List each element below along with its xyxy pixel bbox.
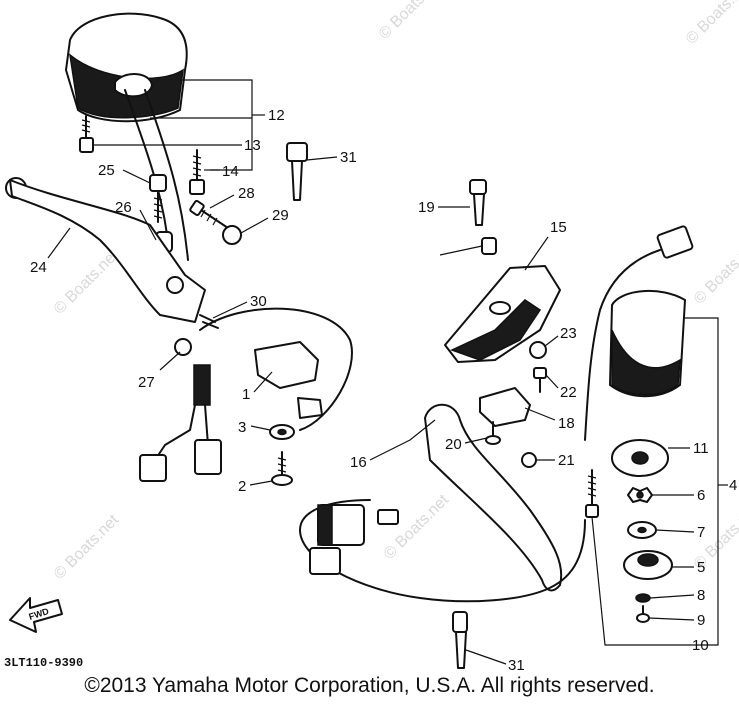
watermark: © Boats.net — [51, 246, 123, 318]
left-harness-wire — [199, 307, 353, 431]
callout-7: 7 — [697, 524, 705, 541]
nut-21 — [521, 452, 537, 468]
screw-2 — [271, 451, 293, 486]
center-harness-wire — [299, 499, 586, 603]
reference-code: 3LT110-9390 — [4, 656, 83, 670]
callout-19: 19 — [418, 199, 435, 216]
brake-lever-16 — [424, 403, 563, 592]
key-31-bottom — [452, 611, 468, 669]
collar — [481, 237, 497, 255]
screw-14 — [189, 149, 205, 195]
callout-26: 26 — [115, 199, 132, 216]
left-switch-housing — [65, 12, 189, 261]
clutch-switch-1 — [254, 341, 323, 419]
callout-31-top: 31 — [340, 149, 357, 166]
callout-23: 23 — [560, 325, 577, 342]
part-7 — [627, 521, 657, 539]
watermark: © Boats.net — [376, 0, 448, 43]
brake-switch-18 — [479, 387, 531, 427]
nut-27 — [174, 338, 192, 356]
callout-8: 8 — [697, 587, 705, 604]
key-31-top — [286, 142, 308, 201]
callout-31-bottom: 31 — [508, 657, 525, 674]
callout-28: 28 — [238, 185, 255, 202]
lever-holder-15 — [444, 265, 561, 363]
callout-14: 14 — [222, 163, 239, 180]
screw-13 — [79, 115, 94, 153]
pivot-bolt-19 — [469, 179, 487, 226]
clutch-lever-24 — [5, 177, 206, 323]
watermark: © Boats.net — [381, 491, 453, 563]
screw-right — [585, 469, 599, 518]
callout-9: 9 — [697, 612, 705, 629]
callout-27: 27 — [138, 374, 155, 391]
clip-30 — [199, 314, 219, 329]
callout-13: 13 — [244, 137, 261, 154]
callout-12: 12 — [268, 107, 285, 124]
callout-1: 1 — [242, 386, 250, 403]
center-connectors — [309, 504, 399, 575]
callout-29: 29 — [272, 207, 289, 224]
callout-5: 5 — [697, 559, 705, 576]
callout-21: 21 — [558, 452, 575, 469]
washer-6 — [627, 487, 653, 503]
callout-11: 11 — [693, 440, 709, 457]
watermark: © Boats.net — [51, 511, 123, 583]
washer-8 — [635, 593, 651, 603]
screw-20 — [485, 421, 501, 445]
callout-2: 2 — [238, 478, 246, 495]
washer-3 — [269, 424, 295, 440]
nut-29 — [222, 225, 242, 245]
screw-9 — [636, 605, 650, 623]
nut-23 — [529, 341, 547, 359]
bolt-28 — [189, 200, 229, 229]
callout-4: 4 — [729, 477, 737, 494]
fwd-arrow-icon: FWD — [9, 597, 63, 633]
callout-30: 30 — [250, 293, 267, 310]
callout-6: 6 — [697, 487, 705, 504]
callout-18: 18 — [558, 415, 575, 432]
callout-22: 22 — [560, 384, 577, 401]
callout-20: 20 — [445, 436, 462, 453]
watermark: © Boats.net — [691, 236, 739, 308]
callout-15: 15 — [550, 219, 567, 236]
callouts: 12 13 14 25 26 24 28 29 31 30 27 1 3 2 1… — [30, 107, 737, 674]
screw-22 — [533, 367, 547, 393]
callout-3: 3 — [238, 419, 246, 436]
leader-lines — [47, 79, 728, 665]
watermark: © Boats.net — [683, 0, 739, 48]
right-connector — [584, 225, 694, 441]
callout-25: 25 — [98, 162, 115, 179]
callout-10: 10 — [692, 637, 709, 654]
left-connectors — [139, 364, 222, 482]
copyright-notice: ©2013 Yamaha Motor Corporation, U.S.A. A… — [84, 674, 655, 697]
callout-24: 24 — [30, 259, 47, 276]
callout-16: 16 — [350, 454, 367, 471]
part-5 — [623, 550, 673, 580]
right-switch-housing-11 — [609, 289, 686, 477]
